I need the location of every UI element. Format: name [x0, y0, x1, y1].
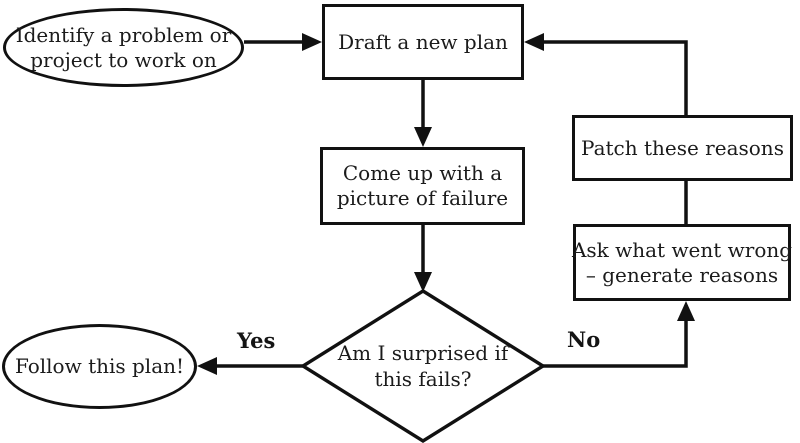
decision-line2: this fails?	[374, 367, 472, 391]
node-identify-line1: Identify a problem or	[15, 22, 232, 47]
node-draft-plan: Draft a new plan	[322, 4, 524, 80]
node-failure-line2: picture of failure	[336, 186, 509, 210]
decision-line1: Am I surprised if	[337, 341, 509, 365]
arrowhead-into-draft-left	[302, 33, 322, 51]
arrowhead-into-decision	[414, 272, 432, 292]
node-patch-reasons: Patch these reasons	[572, 115, 793, 181]
node-follow-plan: Follow this plan!	[2, 324, 197, 409]
node-ask-what-went-wrong: Ask what went wrong – generate reasons	[571, 224, 793, 301]
node-follow-label: Follow this plan!	[14, 354, 185, 378]
decision-diamond-shape	[299, 288, 547, 443]
arrowhead-into-follow	[197, 357, 217, 375]
edge-patch-to-draft	[540, 40, 688, 115]
arrowhead-into-failure	[414, 127, 432, 147]
node-failure-line1: Come up with a	[342, 161, 503, 185]
node-identify-problem: Identify a problem or project to work on	[3, 8, 244, 87]
arrowhead-into-draft-right	[524, 33, 544, 51]
edge-no-to-ask	[543, 317, 688, 368]
edge-label-yes: Yes	[237, 328, 276, 353]
node-ask-line1: Ask what went wrong	[571, 237, 793, 262]
arrowhead-into-ask	[677, 301, 695, 321]
edge-label-no: No	[567, 327, 601, 352]
node-surprised-decision-label: Am I surprised if this fails?	[313, 338, 533, 394]
node-patch-label: Patch these reasons	[581, 135, 784, 160]
node-draft-label: Draft a new plan	[338, 29, 508, 54]
node-ask-line2: – generate reasons	[585, 262, 779, 287]
node-identify-line2: project to work on	[30, 47, 217, 72]
node-picture-of-failure: Come up with a picture of failure	[320, 147, 525, 225]
